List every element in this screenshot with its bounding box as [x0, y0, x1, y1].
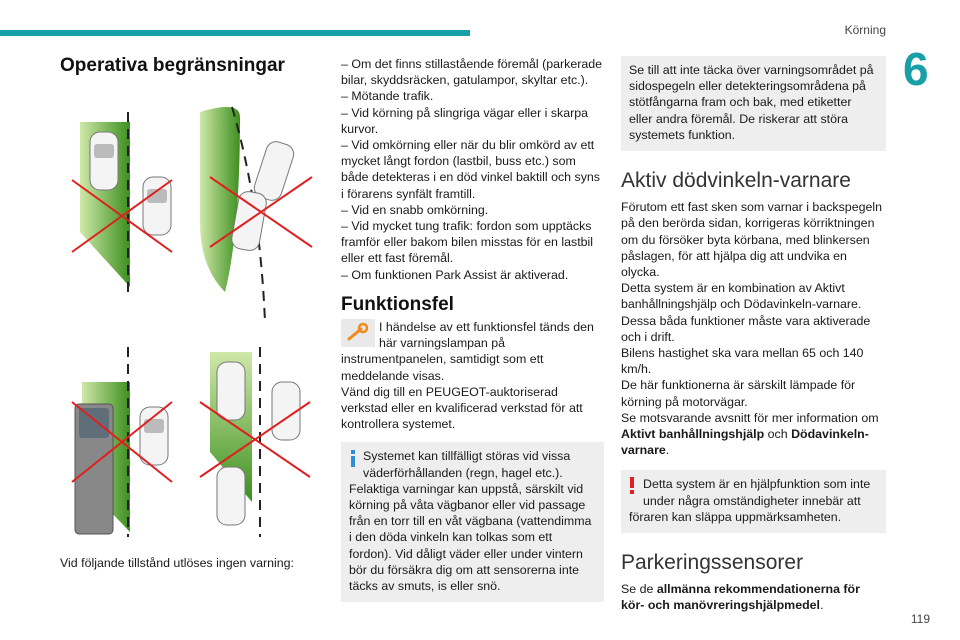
warning-icon [628, 477, 636, 495]
malfunction-rest: instrumentpanelen, samtidigt som ett med… [341, 352, 544, 383]
malfunction-action: Vänd dig till en PEUGEOT-auktoriserad ve… [341, 384, 583, 432]
sensor-warning-text: Se till att inte täcka över varningsområ… [629, 63, 874, 142]
list-item: – Om funktionen Park Assist är aktiverad… [341, 267, 569, 282]
info-first: Systemet kan tillfälligt störas vid viss… [363, 449, 571, 480]
list-item: – Vid mycket tung trafik: fordon som upp… [341, 219, 594, 266]
column-active-blind-spot: Se till att inte täcka över varningsområ… [621, 56, 886, 614]
ref-link-recommendations: allmänna rekommendationerna för kör- och… [621, 582, 860, 613]
info-rest: Felaktiga varningar kan uppstå, särskilt… [349, 481, 592, 594]
wrench-icon [341, 319, 375, 348]
warning-first: Detta system är en hjälpfunktion som int… [643, 477, 871, 508]
list-item: – Mötande trafik. [341, 89, 434, 104]
blind-spot-illustrations [60, 82, 315, 538]
warning-rest: föraren kan släppa uppmärksamheten. [629, 509, 842, 524]
heading-active-blind-spot: Aktiv dödvinkeln-varnare [621, 169, 851, 193]
header-accent-bar [0, 30, 470, 36]
ref-link-lane-assist: Aktivt banhållningshjälp [621, 427, 765, 442]
info-icon [348, 450, 358, 468]
list-item: – Vid körning på slingriga vägar eller i… [341, 105, 589, 136]
paragraph: Detta system är en kombination av Aktivt… [621, 281, 862, 312]
heading-malfunction: Funktionsfel [341, 293, 454, 315]
scene-long-vehicle [71, 347, 173, 538]
ref-text: . [820, 598, 824, 613]
heading-parking-sensors: Parkeringssensorer [621, 551, 804, 575]
column-limitations: Operativa begränsningar [60, 55, 315, 538]
ref-text: och [764, 427, 792, 442]
scene-stationary-objects [71, 112, 173, 293]
figure-caption: Vid följande tillstånd utlöses ingen var… [60, 556, 294, 570]
chapter-number: 6 [903, 43, 929, 95]
ref-text: . [665, 443, 670, 458]
list-item: – Om det finns stillastående föremål (pa… [341, 57, 603, 88]
scene-curved-road [200, 106, 313, 323]
paragraph: De här funktionerna är särskilt lämpade … [621, 378, 856, 409]
info-box-sensors: Se till att inte täcka över varningsområ… [621, 56, 886, 152]
paragraph-parking: Se de allmänna rekommendationerna för kö… [621, 581, 886, 613]
ref-text: Se de [621, 582, 657, 597]
paragraph: Dessa båda funktioner måste vara aktiver… [621, 313, 871, 344]
paragraph: Bilens hastighet ska vara mellan 65 och … [621, 346, 864, 377]
illustration-svg [71, 106, 313, 538]
warning-box-attention: Detta system är en hjälpfunktion som int… [621, 470, 886, 534]
section-label: Körning [844, 23, 886, 37]
scene-heavy-traffic [199, 347, 311, 538]
info-box-weather: Systemet kan tillfälligt störas vid viss… [341, 442, 604, 603]
malfunction-intro: I händelse av ett funktionsfel tänds den… [379, 320, 594, 351]
heading-operational-limits: Operativa begränsningar [60, 55, 285, 76]
paragraph: Förutom ett fast sken som varnar i backs… [621, 200, 883, 280]
malfunction-block: I händelse av ett funktionsfel tänds den… [341, 319, 604, 432]
page-number: 119 [910, 612, 930, 626]
list-item: – Vid en snabb omkörning. [341, 202, 489, 217]
list-item: – Vid omkörning eller när du blir omkörd… [341, 138, 600, 201]
ref-text: Se motsvarande avsnitt för mer informati… [621, 410, 879, 425]
column-conditions: – Om det finns stillastående föremål (pa… [341, 56, 604, 603]
paragraph-reference: Se motsvarande avsnitt för mer informati… [621, 410, 886, 459]
ref-link-blind-spot: Dödavinkeln-varnare [621, 427, 869, 458]
